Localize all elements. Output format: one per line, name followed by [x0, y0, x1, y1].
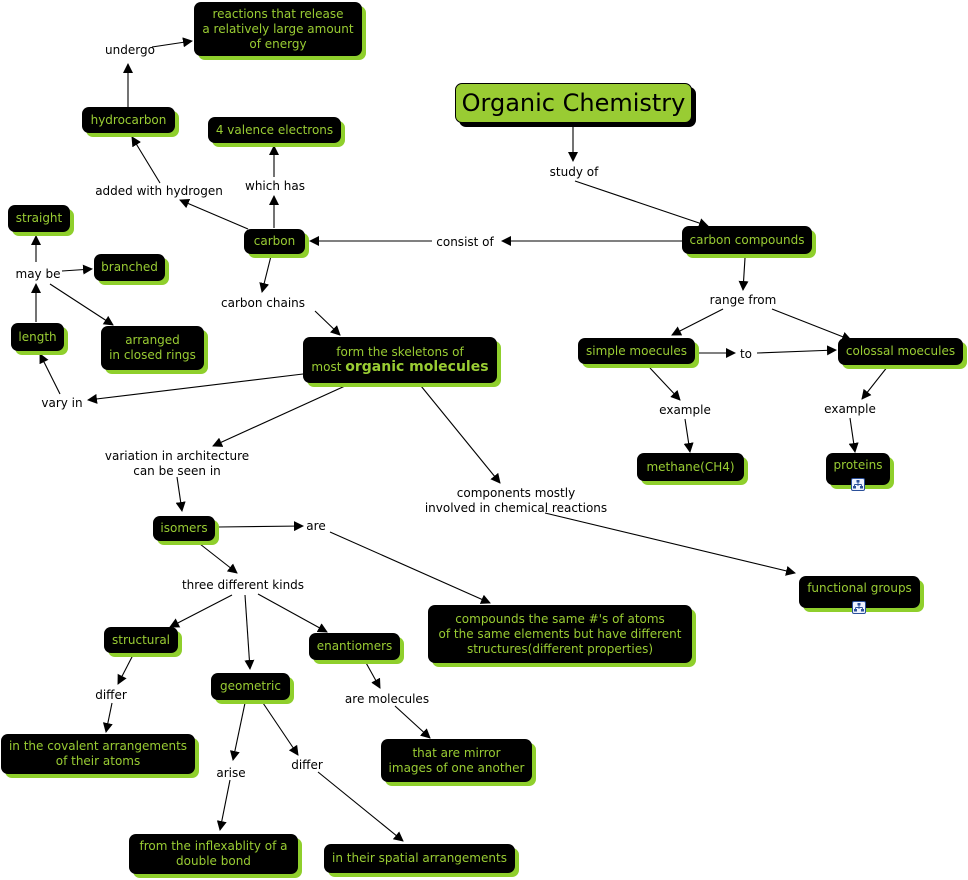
closed-rings-node[interactable]: arranged in closed rings: [101, 326, 204, 370]
label-vary-in: vary in: [41, 396, 83, 410]
label-example-colossal: example: [824, 402, 876, 416]
concept-map-glyph: [853, 480, 863, 489]
covalent-arrangements-node[interactable]: in the covalent arrangements of their at…: [1, 734, 195, 774]
label-differ-structural: differ: [95, 688, 127, 702]
simple-molecules-node[interactable]: simple moecules: [578, 338, 695, 364]
label-differ-geometric: differ: [291, 758, 323, 772]
label-to: to: [739, 347, 753, 361]
spatial-arrangements-node[interactable]: in their spatial arrangements: [324, 844, 515, 873]
hydrocarbon-node[interactable]: hydrocarbon: [82, 107, 175, 133]
label-are-molecules: are molecules: [344, 692, 430, 706]
concept-map-icon[interactable]: [851, 478, 865, 491]
branched-node[interactable]: branched: [94, 254, 165, 281]
label-study-of: study of: [549, 165, 599, 179]
skeletons-node[interactable]: form the skeletons of most organic molec…: [303, 337, 497, 383]
label-components-reactions: components mostly involved in chemical r…: [424, 486, 608, 515]
mirror-images-node[interactable]: that are mirror images of one another: [381, 739, 532, 782]
label-arise: arise: [216, 766, 246, 780]
colossal-molecules-node[interactable]: colossal moecules: [838, 338, 963, 365]
skeletons-text: form the skeletons of most organic molec…: [311, 345, 489, 375]
reactions-node[interactable]: reactions that release a relatively larg…: [194, 2, 362, 56]
carbon-node[interactable]: carbon: [244, 229, 305, 254]
label-which-has: which has: [245, 179, 305, 193]
inflexibility-node[interactable]: from the inflexablity of a double bond: [129, 834, 298, 874]
label-three-kinds: three different kinds: [181, 578, 305, 592]
proteins-label: proteins: [833, 458, 883, 472]
valence-electrons-node[interactable]: 4 valence electrons: [208, 117, 341, 143]
isomers-node[interactable]: isomers: [153, 516, 215, 541]
label-are: are: [306, 519, 326, 533]
label-may-be: may be: [15, 267, 61, 281]
label-variation-architecture: variation in architecture can be seen in: [104, 449, 250, 478]
concept-map-glyph: [854, 603, 864, 612]
structural-node[interactable]: structural: [104, 627, 178, 653]
methane-node[interactable]: methane(CH4): [637, 453, 744, 481]
geometric-node[interactable]: geometric: [211, 673, 290, 700]
label-undergo: undergo: [105, 43, 155, 57]
label-carbon-chains: carbon chains: [220, 296, 306, 310]
carbon-compounds-node[interactable]: carbon compounds: [682, 226, 812, 254]
functional-groups-label: functional groups: [807, 581, 912, 595]
label-range-from: range from: [709, 293, 777, 307]
enantiomers-node[interactable]: enantiomers: [309, 633, 400, 660]
straight-node[interactable]: straight: [8, 205, 70, 232]
label-added-with-hydrogen: added with hydrogen: [95, 184, 223, 198]
label-example-simple: example: [659, 403, 711, 417]
label-consist-of: consist of: [436, 235, 494, 249]
compounds-same-atoms-node[interactable]: compounds the same #'s of atoms of the s…: [428, 605, 692, 663]
concept-map-icon[interactable]: [852, 601, 866, 614]
organic-chemistry-node[interactable]: Organic Chemistry: [455, 83, 692, 123]
length-node[interactable]: length: [11, 323, 64, 351]
